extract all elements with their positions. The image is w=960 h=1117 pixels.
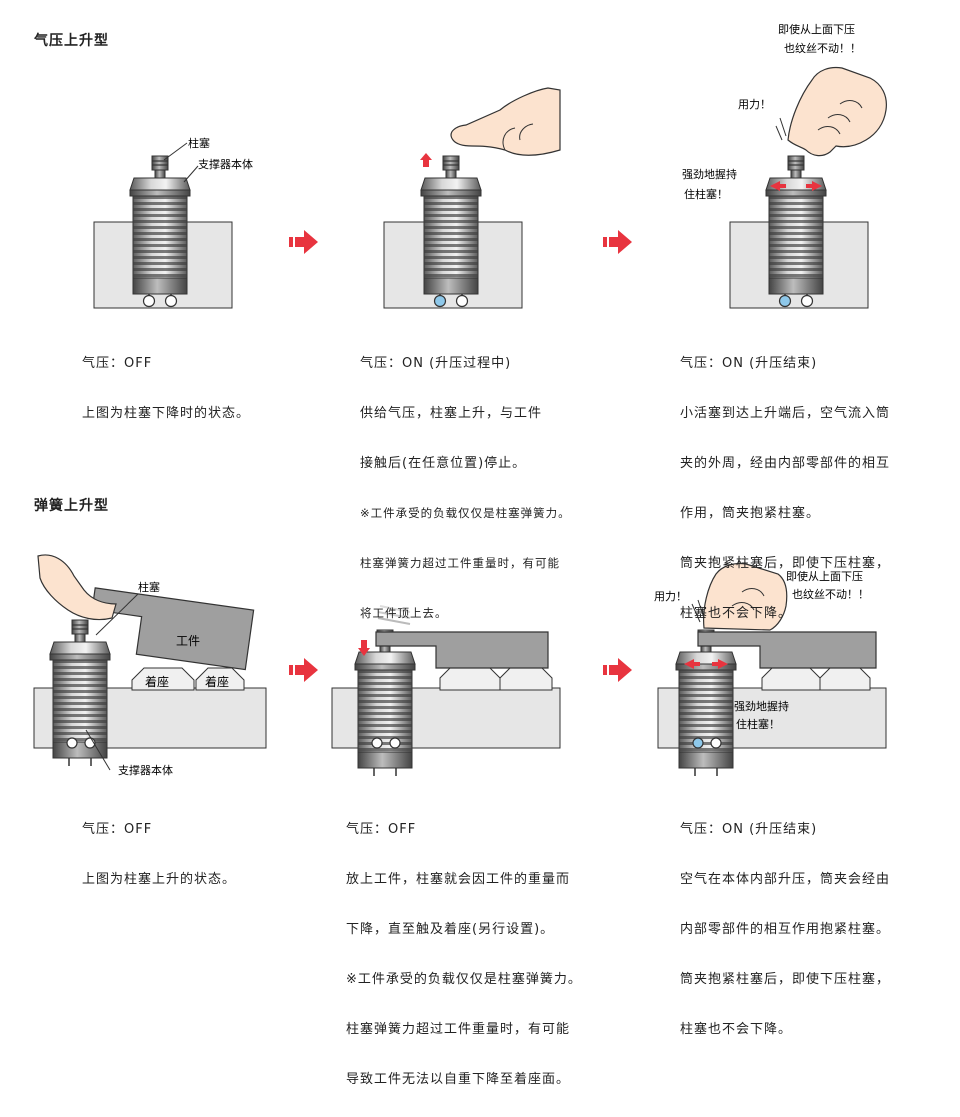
port-left: [692, 737, 704, 749]
cylinder: [675, 629, 737, 777]
caption-air-panel-2: 气压：ON (升压过程中) 供给气压，柱塞上升，与工件 接触后(在任意位置)停止…: [360, 356, 571, 620]
port-left: [66, 737, 78, 749]
caption-air-panel-1: 气压：OFF 上图为柱塞下降时的状态。: [82, 356, 251, 421]
section-title-spring: 弹簧上升型: [34, 498, 109, 514]
port-right: [800, 294, 814, 308]
port-left: [433, 294, 447, 308]
port-left: [371, 737, 383, 749]
label-support-body: 支撑器本体: [118, 763, 173, 777]
hand-icon: [450, 87, 561, 156]
arrow-next-icon: [286, 230, 318, 254]
label-seat-1: 着座: [145, 674, 169, 689]
workpiece: [697, 631, 877, 669]
up-arrow-icon: [420, 153, 432, 167]
label-press-note-2: 也纹丝不动！！: [792, 587, 869, 601]
arrow-next-icon: [600, 658, 632, 682]
label-workpiece: 工件: [176, 634, 200, 648]
caption-spring-panel-3: 气压：ON (升压结束) 空气在本体内部升压，筒夹会经由 内部零部件的相互作用抱…: [680, 822, 891, 1037]
grip-arrow-left-icon: [770, 181, 786, 191]
label-grip-2: 住柱塞！: [684, 187, 728, 201]
hand-icon: [787, 66, 887, 157]
label-grip-2: 住柱塞！: [736, 717, 780, 731]
seat-block: [131, 667, 195, 691]
label-press-note-2: 也纹丝不动！！: [784, 41, 861, 55]
cylinder: [49, 619, 111, 767]
hand-icon: [703, 562, 788, 631]
grip-arrow-right-icon: [712, 659, 728, 669]
diagram-canvas: 柱塞 支撑器本体 即使从上面下压 也纹丝不动！！ 用力！ 强劲地握持 住柱塞！ …: [33, 23, 887, 777]
port-right: [164, 294, 178, 308]
workpiece: [91, 587, 255, 671]
label-force: 用力！: [654, 590, 687, 603]
down-arrow-icon: [358, 640, 370, 656]
label-force: 用力！: [738, 98, 771, 111]
label-support-body: 支撑器本体: [198, 157, 253, 171]
caption-air-panel-3: 气压：ON (升压结束) 小活塞到达上升端后，空气流入筒 夹的外周，经由内部零部…: [680, 356, 891, 621]
label-seat-2: 着座: [205, 674, 229, 689]
label-plunger: 柱塞: [138, 580, 160, 594]
label-press-note-1: 即使从上面下压: [786, 570, 863, 583]
cylinder: [765, 155, 827, 303]
label-plunger: 柱塞: [188, 136, 210, 150]
hand-icon: [37, 554, 117, 621]
cylinder: [420, 155, 482, 303]
port-right: [455, 294, 469, 308]
caption-spring-panel-2: 气压：OFF 放上工件，柱塞就会因工件的重量而 下降，直至触及着座(另行设置)。…: [346, 822, 582, 1087]
seat-block: [819, 665, 871, 691]
seat-block: [439, 665, 501, 691]
port-left: [142, 294, 156, 308]
label-grip-1: 强劲地握持: [682, 167, 737, 181]
arrow-next-icon: [600, 230, 632, 254]
grip-arrow-left-icon: [684, 659, 700, 669]
port-right: [389, 737, 401, 749]
caption-spring-panel-1: 气压：OFF 上图为柱塞上升的状态。: [82, 822, 237, 887]
grip-arrow-right-icon: [806, 181, 822, 191]
seat-block: [761, 665, 821, 691]
label-grip-1: 强劲地握持: [734, 699, 789, 713]
cylinder: [129, 155, 191, 303]
arrow-next-icon: [286, 658, 318, 682]
section-title-air: 气压上升型: [34, 33, 109, 49]
port-left: [778, 294, 792, 308]
label-press-note-1: 即使从上面下压: [778, 23, 855, 36]
port-right: [710, 737, 722, 749]
workpiece: [375, 631, 549, 669]
seat-block: [499, 665, 553, 691]
